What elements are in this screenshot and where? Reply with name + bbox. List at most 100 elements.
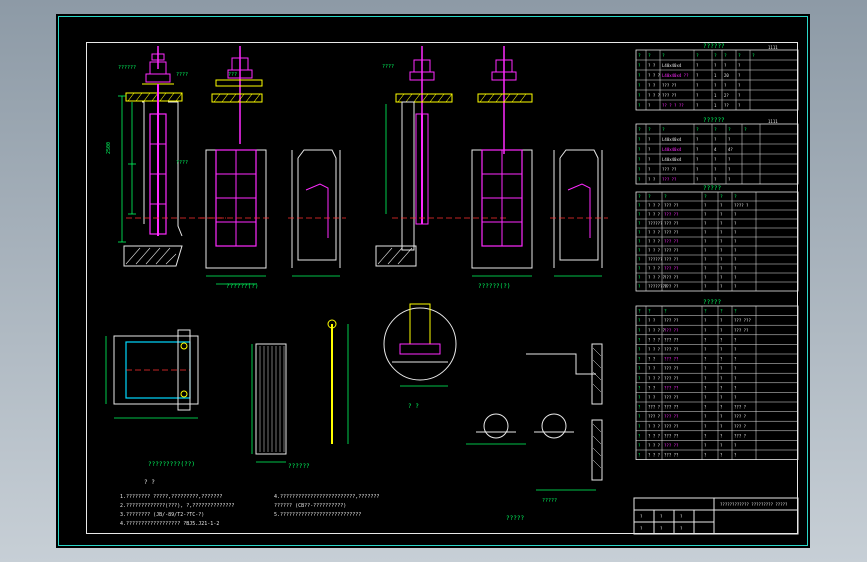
table-cell: ??? ?? (664, 230, 679, 235)
table-cell: ? (734, 266, 737, 271)
table-cell: ? (704, 318, 707, 323)
table-cell: ??? ?? (664, 414, 679, 419)
table-cell: ? ? (648, 395, 656, 400)
table-cell: ?????? (648, 221, 663, 226)
table-cell: ? (720, 376, 723, 381)
table-cell: ? (720, 453, 723, 458)
table-cell: ? (704, 203, 707, 208)
table-cell: ? (638, 167, 641, 172)
right-elevation-view: ???? (375, 46, 533, 267)
table-cell: ? (638, 275, 641, 280)
table-cell: ? ? (648, 366, 656, 371)
left-dimensions (118, 95, 136, 243)
table-cell: ? (638, 395, 641, 400)
left-label-a: ?????? (118, 65, 136, 71)
table-cell: ? (720, 405, 723, 410)
table-cell: ??? ?? (664, 366, 679, 371)
table-cell: ? (714, 83, 717, 88)
table-cell: ? (704, 443, 707, 448)
table-cell: ? (720, 203, 723, 208)
note-left-3: 3.???????? (JB/-89/T2-?TC-?) (120, 512, 204, 518)
table-cell: ? (704, 433, 707, 438)
table-cell: ??? ?? (664, 318, 679, 323)
table-header-cell: ? (638, 53, 641, 59)
table-cell: ? (704, 366, 707, 371)
table-note: 1111 (768, 45, 778, 50)
title-cell-6: ? (680, 526, 683, 531)
svg-text:????: ???? (382, 64, 394, 70)
table-cell: ? (638, 137, 641, 142)
table-cell: ? (720, 433, 723, 438)
left-base (123, 245, 183, 267)
table-cell: ? (738, 83, 741, 88)
table-cell: 20 (724, 73, 729, 78)
table-cell: 1 (714, 73, 717, 78)
table-cell: ? ? ? (648, 443, 661, 448)
table-cell: ? (720, 239, 723, 244)
svg-text:???: ??? (228, 72, 237, 78)
table-cell: ? (720, 212, 723, 217)
table-t1: ??????1111?????????? ?L40x40x4?????? ? ?… (635, 43, 799, 111)
table-cell: ? (648, 167, 651, 172)
table-cell: ? (720, 328, 723, 333)
table-cell: ??? ?? (664, 337, 679, 342)
table-header-cell: ? (738, 53, 741, 59)
table-cell: ??? ? (648, 414, 661, 419)
outer-frame (58, 16, 808, 546)
table-cell: ? (638, 248, 641, 253)
table-cell: ? (704, 212, 707, 217)
table-cell: ? (704, 405, 707, 410)
table-cell: ? (734, 347, 737, 352)
table-cell: ? (720, 221, 723, 226)
table-cell: ? (720, 385, 723, 390)
title-cell-2: ? (660, 514, 663, 519)
general-notes: ? ? 1.???????? ?????,?????????,??????? 2… (120, 479, 379, 527)
table-t2: ??????1111?????????L40x40x4?????L40x40x4… (635, 117, 799, 185)
table-header-cell: ? (704, 309, 707, 315)
table-title: ????? (703, 185, 721, 192)
table-header-cell: ? (664, 309, 667, 315)
left-side-section (288, 149, 346, 277)
table-header-cell: ? (664, 194, 667, 200)
table-cell: ? (704, 266, 707, 271)
table-cell: ? (638, 405, 641, 410)
left-actuator (142, 46, 174, 85)
table-cell: ??? ?? (664, 248, 679, 253)
table-cell: 4? (728, 147, 733, 152)
table-cell: ? (638, 266, 641, 271)
table-cell: ? ? (648, 318, 656, 323)
table-cell: ? (738, 73, 741, 78)
note-left-4: 4.?????????????????? ?BJ5.J21-1-2 (120, 521, 219, 527)
table-cell: ? (738, 93, 741, 98)
bracket-details: ????? (466, 343, 603, 504)
table-cell: ? (720, 347, 723, 352)
table-cell: ??? ?? (664, 284, 679, 289)
section-b-title: ????? (506, 515, 524, 522)
table-cell: ? (720, 248, 723, 253)
table-cell: ? (638, 328, 641, 333)
table-t3: ????????????? ? ???? ???????? ??? ? ????… (635, 185, 799, 292)
table-cell: ? (734, 453, 737, 458)
table-header-cell: ? (714, 53, 717, 59)
clamp-detail-view: ? ? (383, 303, 457, 410)
material-tables: ??????1111?????????? ?L40x40x4?????? ? ?… (635, 43, 799, 461)
table-cell: ? (704, 385, 707, 390)
table-cell: ? (638, 376, 641, 381)
table-cell: ? (638, 257, 641, 262)
table-cell: ? (704, 275, 707, 280)
table-cell: ? (704, 337, 707, 342)
table-cell: ??? ?? (664, 453, 679, 458)
table-cell: ? (638, 284, 641, 289)
table-cell: ? (696, 63, 699, 68)
table-header-cell: ? (648, 194, 651, 200)
rod-detail-view (327, 319, 349, 444)
table-cell: ? (704, 221, 707, 226)
table-header-cell: ? (662, 127, 665, 133)
table-cell: ? (720, 414, 723, 419)
left-elevation-view: ?????? ???? ???? 2500 (106, 46, 226, 267)
cad-drawing: ?????? ???? ???? 2500 ??? (105, 43, 799, 535)
table-cell: ? ? ? (648, 376, 661, 381)
table-cell: ??? ?? (664, 257, 679, 262)
table-cell: ? (638, 157, 641, 162)
table-cell: ? (738, 63, 741, 68)
